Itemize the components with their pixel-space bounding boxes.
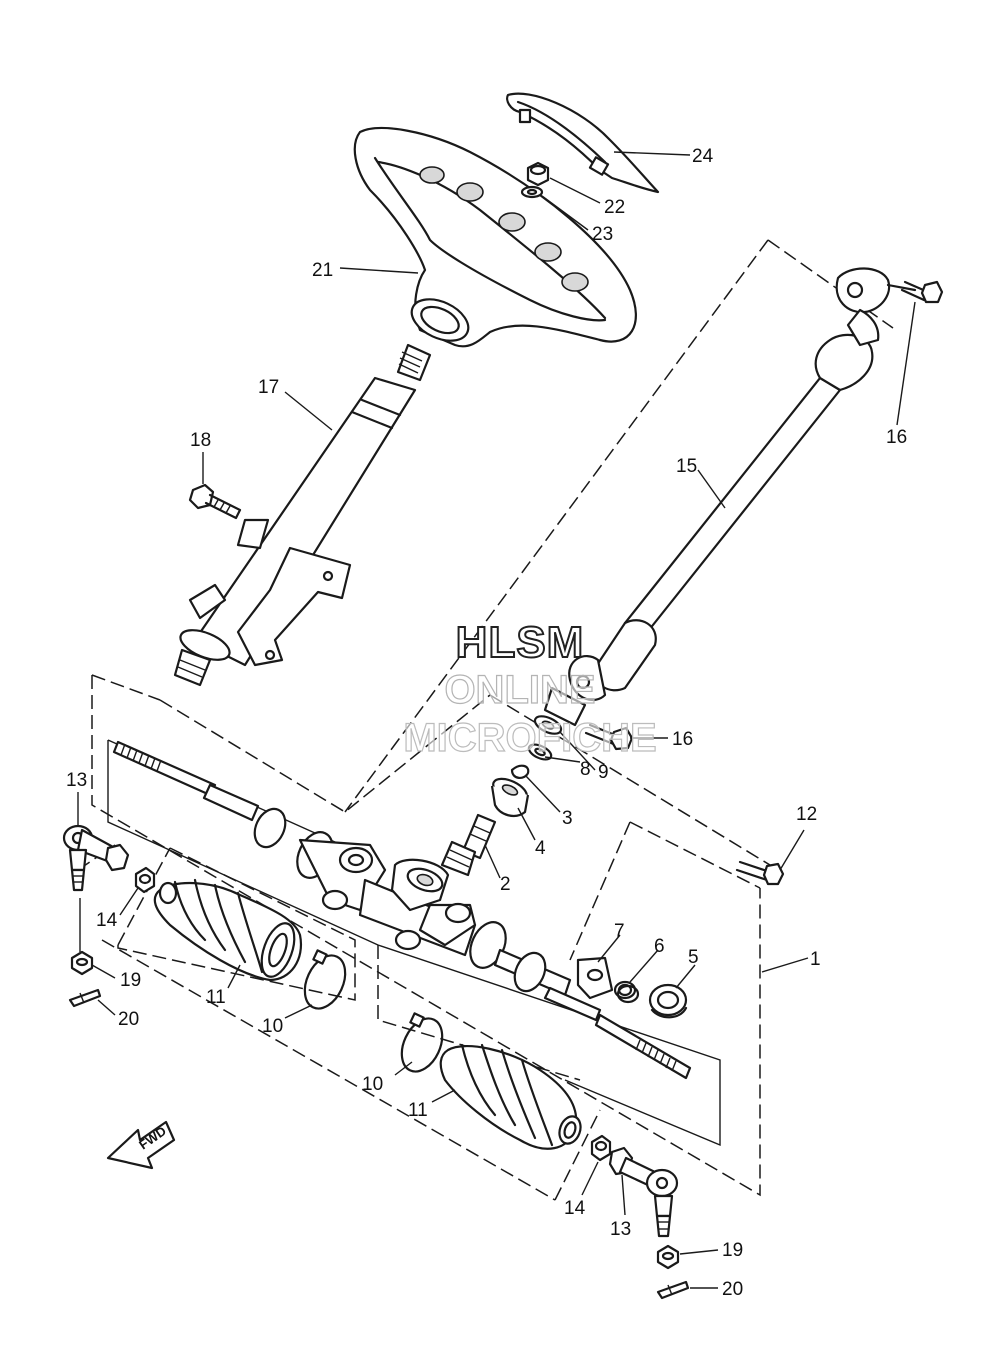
bolt-16-upper <box>886 280 944 304</box>
seal-9 <box>533 715 563 735</box>
callout-11-left: 11 <box>206 987 226 1008</box>
steering-column <box>173 343 432 687</box>
callout-24: 24 <box>692 146 714 167</box>
callout-21: 21 <box>312 260 333 281</box>
callout-20-left: 20 <box>118 1009 139 1030</box>
callout-numbers: 24 22 23 21 17 18 16 15 16 9 8 3 4 2 12 … <box>66 146 907 1300</box>
callout-22: 22 <box>604 197 625 218</box>
callout-23: 23 <box>592 224 613 245</box>
bolt-12 <box>735 860 785 886</box>
callout-12: 12 <box>796 804 817 825</box>
callout-14-left: 14 <box>96 910 118 931</box>
ring-8 <box>527 743 553 761</box>
callout-20-right: 20 <box>722 1279 743 1300</box>
boot-right <box>439 1043 582 1150</box>
callout-16-upper: 16 <box>886 427 907 448</box>
boot-left <box>153 878 303 982</box>
callout-10-right: 10 <box>362 1074 383 1095</box>
callout-13-right: 13 <box>610 1219 631 1240</box>
callout-11-right: 11 <box>408 1100 428 1121</box>
callout-9: 9 <box>598 762 609 783</box>
pinion-2 <box>440 813 497 877</box>
callout-1: 1 <box>810 949 821 970</box>
nut-22 <box>526 161 550 187</box>
bearing-4 <box>490 777 530 818</box>
yoke-7 <box>576 956 614 1000</box>
callout-4: 4 <box>535 838 546 859</box>
steering-wheel <box>353 126 637 348</box>
callout-5: 5 <box>688 947 699 968</box>
callout-18: 18 <box>190 430 211 451</box>
callout-16-lower: 16 <box>672 729 693 750</box>
nut-19-right <box>656 1244 680 1270</box>
callout-3: 3 <box>562 808 573 829</box>
tie-rod-end-left <box>62 824 130 892</box>
fwd-arrow: FWD <box>106 1120 176 1170</box>
callout-13-left: 13 <box>66 770 87 791</box>
callout-10-left: 10 <box>262 1016 283 1037</box>
callout-7: 7 <box>614 921 625 942</box>
bolt-16-lower <box>584 723 634 751</box>
callout-2: 2 <box>500 874 511 895</box>
steering-cover <box>506 92 660 194</box>
nut-14-right <box>590 1134 612 1162</box>
callout-14-right: 14 <box>564 1198 586 1219</box>
circlip-3 <box>510 764 530 779</box>
callout-17: 17 <box>258 377 279 398</box>
pin-20-right <box>656 1280 690 1300</box>
bolt-18 <box>188 483 242 520</box>
clamp-10-right <box>400 1012 444 1073</box>
leader-lines <box>77 151 916 1289</box>
callout-19-left: 19 <box>120 970 141 991</box>
adjuster-5 <box>648 983 688 1019</box>
spring-6 <box>613 980 640 1004</box>
tie-rod-end-right <box>608 1146 679 1238</box>
rack-assembly <box>112 740 692 1080</box>
callout-8: 8 <box>580 759 591 780</box>
callout-19-right: 19 <box>722 1240 743 1261</box>
callout-6: 6 <box>654 936 665 957</box>
washer-23 <box>520 185 544 199</box>
pin-20-left <box>68 988 102 1008</box>
callout-15: 15 <box>676 456 697 477</box>
nut-14-left <box>134 866 156 894</box>
intermediate-shaft <box>543 267 891 727</box>
clamp-10-left <box>303 949 347 1010</box>
nut-19-left <box>70 950 94 976</box>
